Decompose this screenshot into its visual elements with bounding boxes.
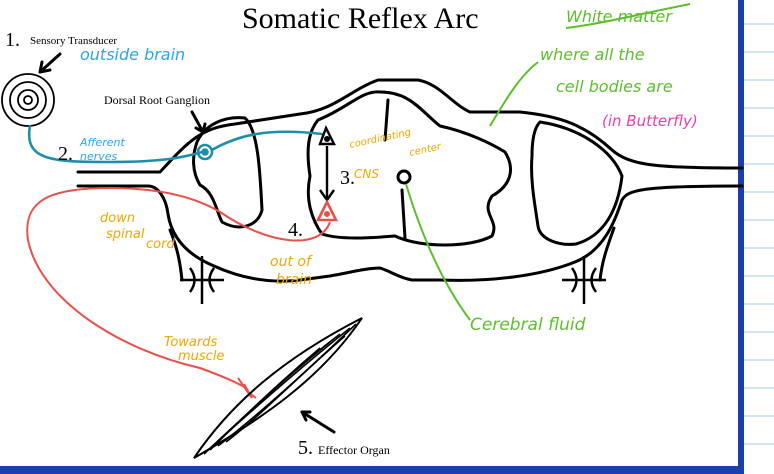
central-canal <box>396 169 412 185</box>
note-coordinating-1: coordinating <box>348 127 412 151</box>
spinal-cord-upper-outline <box>76 78 744 174</box>
note-cell-bodies-pointer <box>489 61 539 127</box>
gray-matter-right-wing <box>530 120 624 246</box>
dorsal-root-ganglion-cell <box>196 143 214 161</box>
note-down-spinal-cord-1: down <box>100 211 135 226</box>
label-effector-organ: Effector Organ <box>318 443 390 457</box>
interneuron <box>318 125 336 203</box>
note-towards-muscle-2: muscle <box>178 349 224 364</box>
note-out-of-brain-1: out of <box>270 254 313 270</box>
label-num-4: 4. <box>288 219 303 241</box>
note-cerebral-fluid-pointer <box>405 183 471 321</box>
label-sensory-transducer: Sensory Transducer <box>30 35 117 47</box>
label-dorsal-root-ganglion: Dorsal Root Ganglion <box>104 93 210 107</box>
label-num-5: 5. <box>298 437 313 459</box>
spinal-nerve-cross-left <box>180 256 224 304</box>
efferent-neuron <box>26 186 339 389</box>
spinal-cord-lower-outline <box>76 184 744 283</box>
right-frame-bar <box>738 0 744 474</box>
sensory-transducer-arrow <box>38 52 62 74</box>
effector-organ-arrow <box>300 410 336 434</box>
note-down-spinal-cord-2: spinal <box>106 227 145 242</box>
note-coordinating-2: center <box>408 141 443 159</box>
interneuron-triangle <box>318 125 336 146</box>
note-cerebral-fluid: Cerebral fluid <box>470 315 586 335</box>
note-cell-bodies-2: cell bodies are <box>556 77 673 96</box>
label-num-1: 1. <box>5 29 20 51</box>
note-cns: CNS <box>354 167 379 181</box>
ventral-root-left <box>168 228 184 282</box>
label-num-3: 3. <box>340 167 355 189</box>
afferent-neuron <box>27 124 324 164</box>
note-outside-brain: outside brain <box>80 45 185 64</box>
dorsal-root-ganglion-arrow <box>190 110 207 134</box>
gray-matter-center <box>306 90 512 247</box>
motor-neuron-triangle <box>315 199 339 222</box>
note-cell-bodies-1: where all the <box>540 45 645 64</box>
dorsal-fissure <box>383 98 390 142</box>
label-num-2: 2. <box>58 143 73 165</box>
spinal-nerve-cross-right <box>562 256 606 304</box>
note-towards-muscle-1: Towards <box>164 335 217 350</box>
diagram-title: Somatic Reflex Arc <box>242 2 479 35</box>
note-down-spinal-cord-3: cord <box>146 237 175 252</box>
gray-matter-left-wing <box>192 116 264 229</box>
note-white-matter-underline <box>565 3 691 29</box>
ventral-fissure <box>400 188 407 240</box>
notebook-margin <box>742 0 774 474</box>
note-afferent-2: nerves <box>80 150 118 163</box>
spinal-cord <box>76 78 744 283</box>
bottom-frame-bar <box>0 466 744 474</box>
effector-organ-muscle <box>193 317 363 459</box>
note-afferent-1: Afferent <box>79 136 125 149</box>
sensory-transducer <box>1 73 55 127</box>
note-out-of-brain-2: brain <box>276 272 312 288</box>
note-white-matter: White matter <box>566 7 673 26</box>
note-cell-bodies-3: (in Butterfly) <box>602 112 698 130</box>
ventral-root-right <box>598 226 616 282</box>
